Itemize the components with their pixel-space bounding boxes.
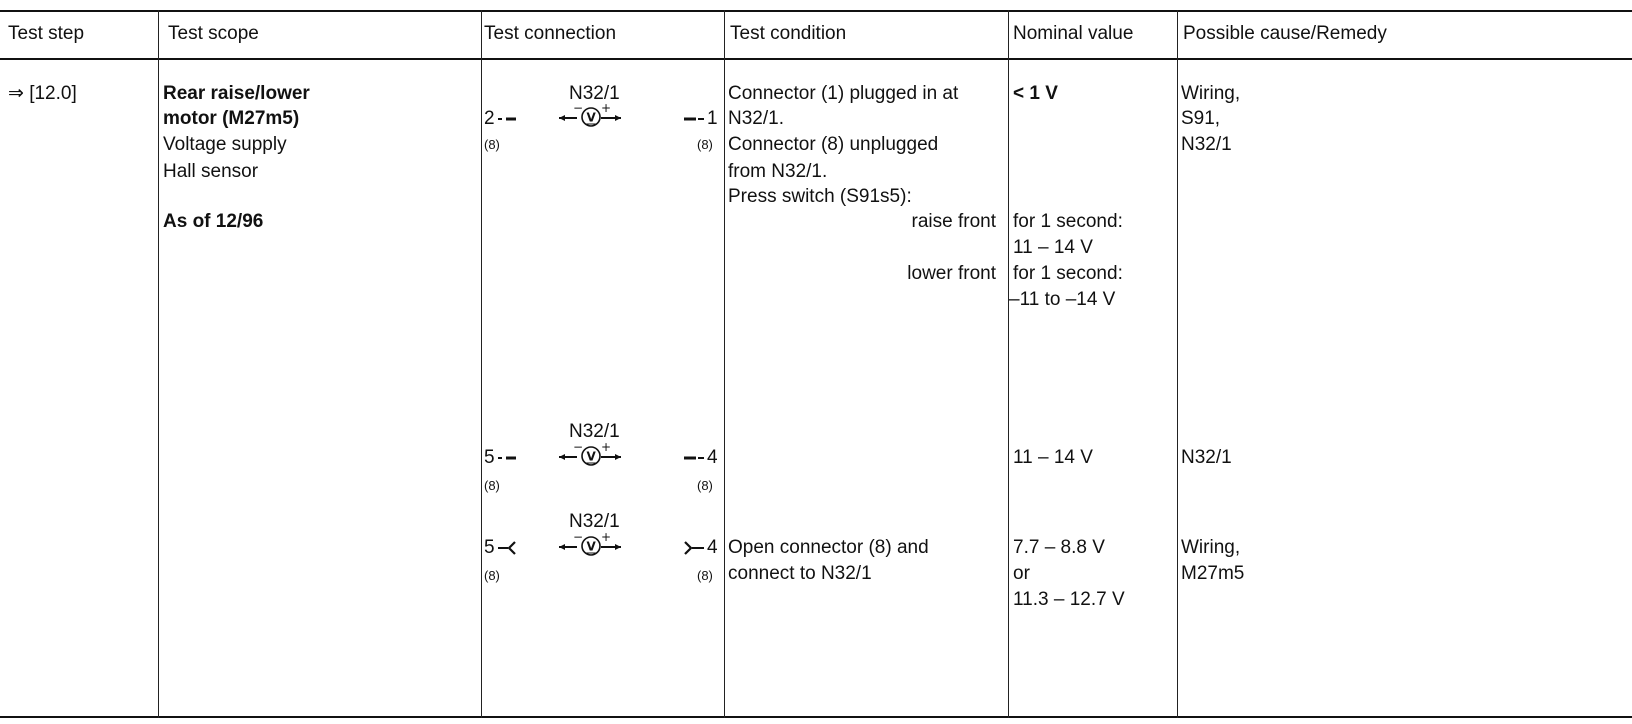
- table-bottom-rule: [0, 716, 1632, 718]
- connection-3-left-sub: (8): [484, 568, 500, 583]
- connection-1-device: N32/1: [569, 83, 620, 104]
- nominal-9: 11.3 – 12.7 V: [1013, 589, 1125, 610]
- svg-text:V: V: [587, 540, 597, 554]
- header-possible-cause: Possible cause/Remedy: [1183, 23, 1387, 44]
- svg-text:+: +: [601, 530, 611, 544]
- svg-text:−: −: [573, 101, 583, 115]
- connection-3-right-sub: (8): [697, 568, 713, 583]
- condition-line4: from N32/1.: [728, 161, 828, 182]
- condition-open-line1: Open connector (8) and: [728, 537, 929, 558]
- connection-3-device: N32/1: [569, 511, 620, 532]
- connection-2-right-sub: (8): [697, 478, 713, 493]
- connection-3-voltmeter-icon: − V +: [559, 530, 621, 556]
- test-step-ref: ⇒ [12.0]: [8, 83, 77, 104]
- nominal-7: 7.7 – 8.8 V: [1013, 537, 1105, 558]
- svg-text:+: +: [601, 101, 611, 115]
- connection-3-right-pin: 4: [707, 537, 718, 558]
- condition-lower-front: lower front: [907, 263, 996, 284]
- header-nominal-value: Nominal value: [1013, 23, 1134, 44]
- header-test-scope: Test scope: [168, 23, 259, 44]
- connection-1-right-sub: (8): [697, 137, 713, 152]
- condition-raise-front: raise front: [911, 211, 996, 232]
- remedy-3: N32/1: [1181, 134, 1232, 155]
- scope-title-line2: motor (M27m5): [163, 108, 300, 129]
- table-top-rule: [0, 10, 1632, 12]
- nominal-3: 11 – 14 V: [1013, 237, 1093, 258]
- scope-voltage-supply: Voltage supply: [163, 134, 287, 155]
- connection-1-left-pin: 2: [484, 108, 495, 129]
- scope-hall-sensor: Hall sensor: [163, 161, 259, 182]
- svg-text:−: −: [573, 440, 583, 454]
- connection-1-left-sub: (8): [484, 137, 500, 152]
- svg-text:+: +: [601, 440, 611, 454]
- connection-2-left-sub: (8): [484, 478, 500, 493]
- connection-2-left-pin: 5: [484, 447, 495, 468]
- connection-1-voltmeter-icon: − V +: [559, 101, 621, 127]
- remedy-2: S91,: [1181, 108, 1221, 129]
- connection-2-left-probe-icon: [498, 456, 516, 460]
- connection-1-right-probe-icon: [684, 117, 704, 121]
- condition-line1: Connector (1) plugged in at: [728, 83, 959, 104]
- nominal-8: or: [1013, 563, 1030, 584]
- header-test-connection: Test connection: [484, 23, 617, 44]
- scope-title-line1: Rear raise/lower: [163, 83, 310, 104]
- col-divider-2: [481, 10, 482, 718]
- condition-open-line2: connect to N32/1: [728, 563, 872, 584]
- connection-3-left-pin: 5: [484, 537, 495, 558]
- scope-as-of: As of 12/96: [163, 211, 264, 232]
- remedy-4: N32/1: [1181, 447, 1232, 468]
- connection-3-right-plug-icon: [684, 541, 704, 555]
- header-rule: [0, 58, 1632, 60]
- svg-text:−: −: [573, 530, 583, 544]
- connection-2-voltmeter-icon: − V +: [559, 440, 621, 466]
- header-test-step: Test step: [8, 23, 85, 44]
- col-divider-5: [1177, 10, 1178, 718]
- condition-line2: N32/1.: [728, 108, 784, 129]
- connection-1-left-probe-icon: [498, 117, 516, 121]
- nominal-2: for 1 second:: [1013, 211, 1123, 232]
- remedy-6: M27m5: [1181, 563, 1245, 584]
- connection-2-right-pin: 4: [707, 447, 718, 468]
- col-divider-1: [158, 10, 159, 718]
- nominal-5: –11 to –14 V: [1009, 289, 1116, 310]
- connection-2-device: N32/1: [569, 421, 620, 442]
- connection-1-right-pin: 1: [707, 108, 718, 129]
- condition-line3: Connector (8) unplugged: [728, 134, 939, 155]
- svg-text:V: V: [587, 450, 597, 464]
- nominal-4: for 1 second:: [1013, 263, 1123, 284]
- col-divider-3: [724, 10, 725, 718]
- condition-line5: Press switch (S91s5):: [728, 186, 912, 207]
- nominal-6: 11 – 14 V: [1013, 447, 1093, 468]
- remedy-5: Wiring,: [1181, 537, 1241, 558]
- header-test-condition: Test condition: [730, 23, 847, 44]
- remedy-1: Wiring,: [1181, 83, 1241, 104]
- col-divider-4: [1008, 10, 1009, 718]
- nominal-1: < 1 V: [1013, 83, 1058, 104]
- connection-3-left-plug-icon: [498, 541, 516, 555]
- connection-2-right-probe-icon: [684, 456, 704, 460]
- svg-text:V: V: [587, 111, 597, 125]
